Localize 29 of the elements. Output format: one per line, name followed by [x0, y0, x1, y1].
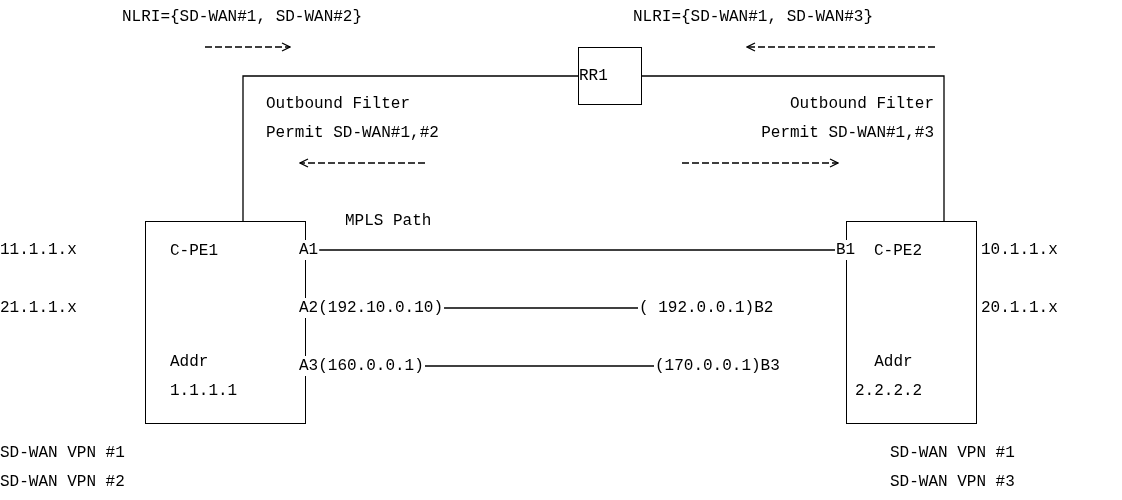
- router-box: [578, 47, 642, 105]
- link-line: [242, 75, 579, 222]
- port-label: B1: [835, 240, 857, 260]
- path-label: MPLS Path: [345, 211, 432, 231]
- node-label: RR1: [579, 66, 608, 86]
- port-label: A3(160.0.0.1): [298, 356, 425, 376]
- address-label: Addr 1.1.1.1: [170, 352, 238, 402]
- route-announcement-label: NLRI={SD-WAN#1, SD-WAN#3}: [633, 7, 874, 27]
- route-announcement-label: NLRI={SD-WAN#1, SD-WAN#2}: [122, 7, 363, 27]
- subnet-label: 20.1.1.x: [981, 298, 1058, 318]
- link-line: [443, 307, 639, 309]
- subnet-label: 10.1.1.x: [981, 240, 1058, 260]
- vpn-label: SD-WAN VPN #1: [0, 443, 125, 463]
- subnet-label: 21.1.1.x: [0, 298, 77, 318]
- filter-note: Outbound Filter Permit SD-WAN#1,#2: [266, 94, 440, 144]
- vpn-label: SD-WAN VPN #1: [890, 443, 1015, 463]
- node-label: C-PE1: [170, 241, 218, 261]
- link-line: [424, 365, 655, 367]
- port-label: A1: [298, 240, 320, 260]
- filter-note: Outbound Filter Permit SD-WAN#1,#3: [760, 94, 934, 144]
- link-line: [318, 249, 836, 251]
- node-label: C-PE2: [874, 241, 922, 261]
- port-label: ( 192.0.0.1)B2: [638, 298, 775, 318]
- link-line: [641, 75, 945, 222]
- vpn-label: SD-WAN VPN #2: [0, 472, 125, 492]
- subnet-label: 11.1.1.x: [0, 240, 77, 260]
- vpn-label: SD-WAN VPN #3: [890, 472, 1015, 492]
- address-label: Addr 2.2.2.2: [855, 352, 923, 402]
- port-label: (170.0.0.1)B3: [654, 356, 781, 376]
